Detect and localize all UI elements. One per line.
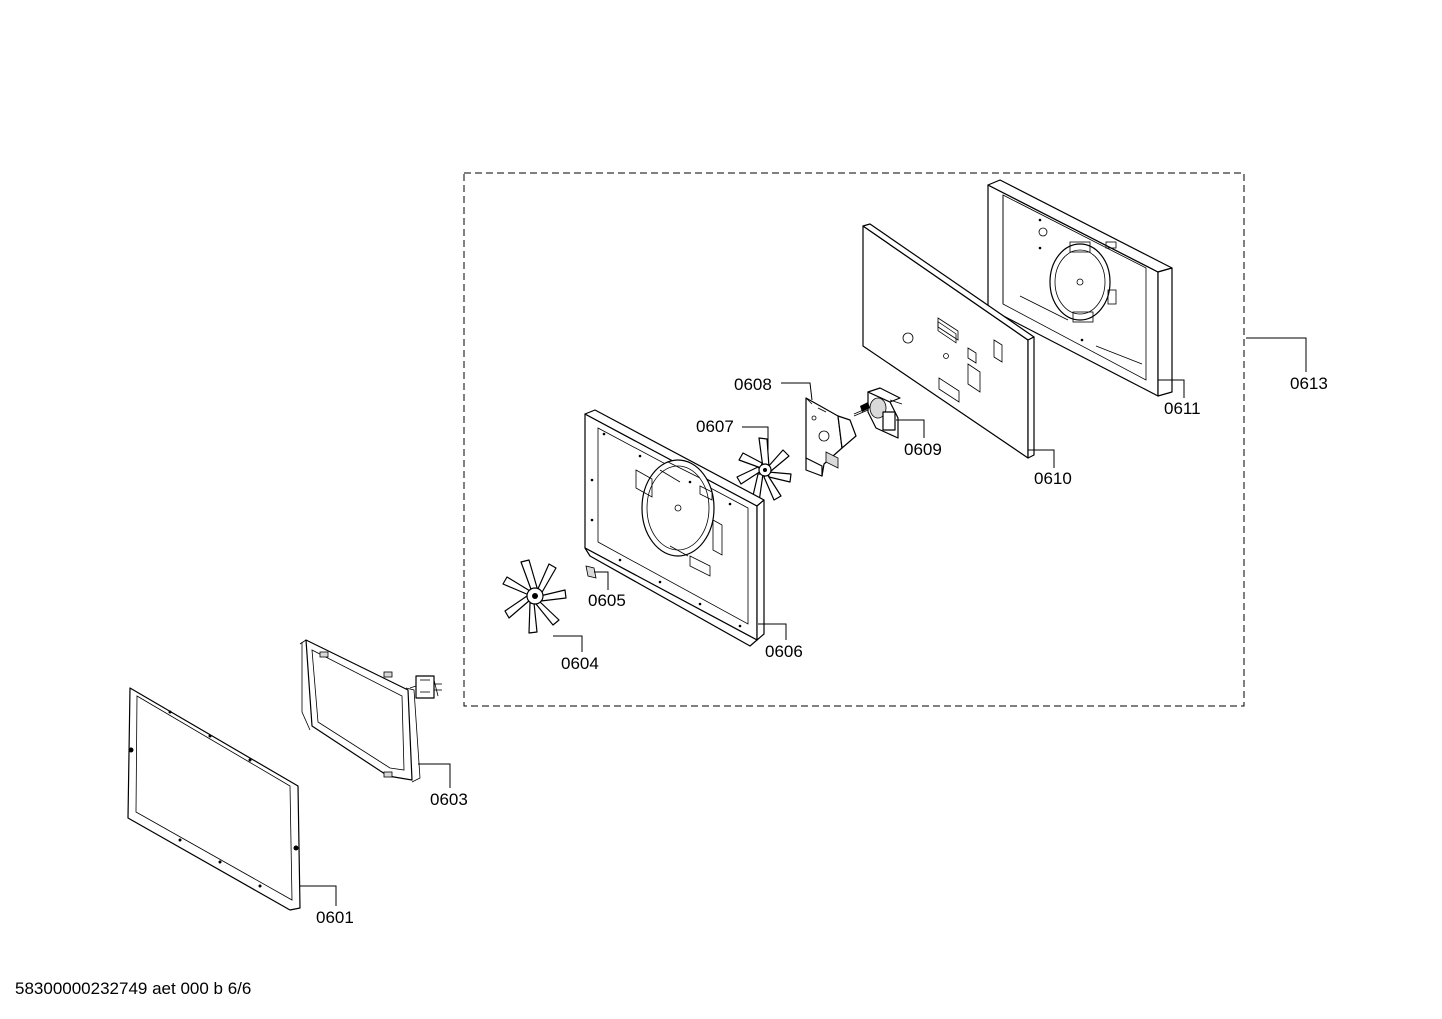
part-0604-fan-blade bbox=[502, 559, 567, 634]
part-0610-back-panel bbox=[862, 223, 1035, 459]
callout-0605: 0605 bbox=[588, 591, 626, 610]
part-0609-fan-motor bbox=[853, 387, 903, 439]
part-0611-rear-housing bbox=[987, 179, 1173, 397]
part-0608-motor-bracket bbox=[805, 397, 857, 477]
part-0603-heating-element bbox=[299, 639, 442, 783]
callout-0601: 0601 bbox=[316, 908, 354, 927]
callout-0608: 0608 bbox=[734, 375, 772, 394]
part-0601-gasket bbox=[127, 687, 301, 911]
leader-lines bbox=[300, 337, 1307, 906]
part-0606-fan-cover bbox=[584, 409, 765, 647]
callout-0611: 0611 bbox=[1164, 399, 1201, 418]
callout-0613: 0613 bbox=[1290, 374, 1328, 393]
callout-0606: 0606 bbox=[765, 642, 803, 661]
drawing-reference-code: 58300000232749 aet 000 b 6/6 bbox=[15, 979, 252, 998]
callout-0609: 0609 bbox=[904, 440, 942, 459]
callout-0607: 0607 bbox=[696, 417, 734, 436]
callout-0604: 0604 bbox=[561, 654, 599, 673]
assembly-group-boundary bbox=[463, 172, 1245, 707]
part-0607-fan-wheel bbox=[736, 437, 792, 503]
callout-0603: 0603 bbox=[430, 790, 468, 809]
callout-0610: 0610 bbox=[1034, 469, 1072, 488]
part-0605-nut bbox=[585, 565, 597, 579]
